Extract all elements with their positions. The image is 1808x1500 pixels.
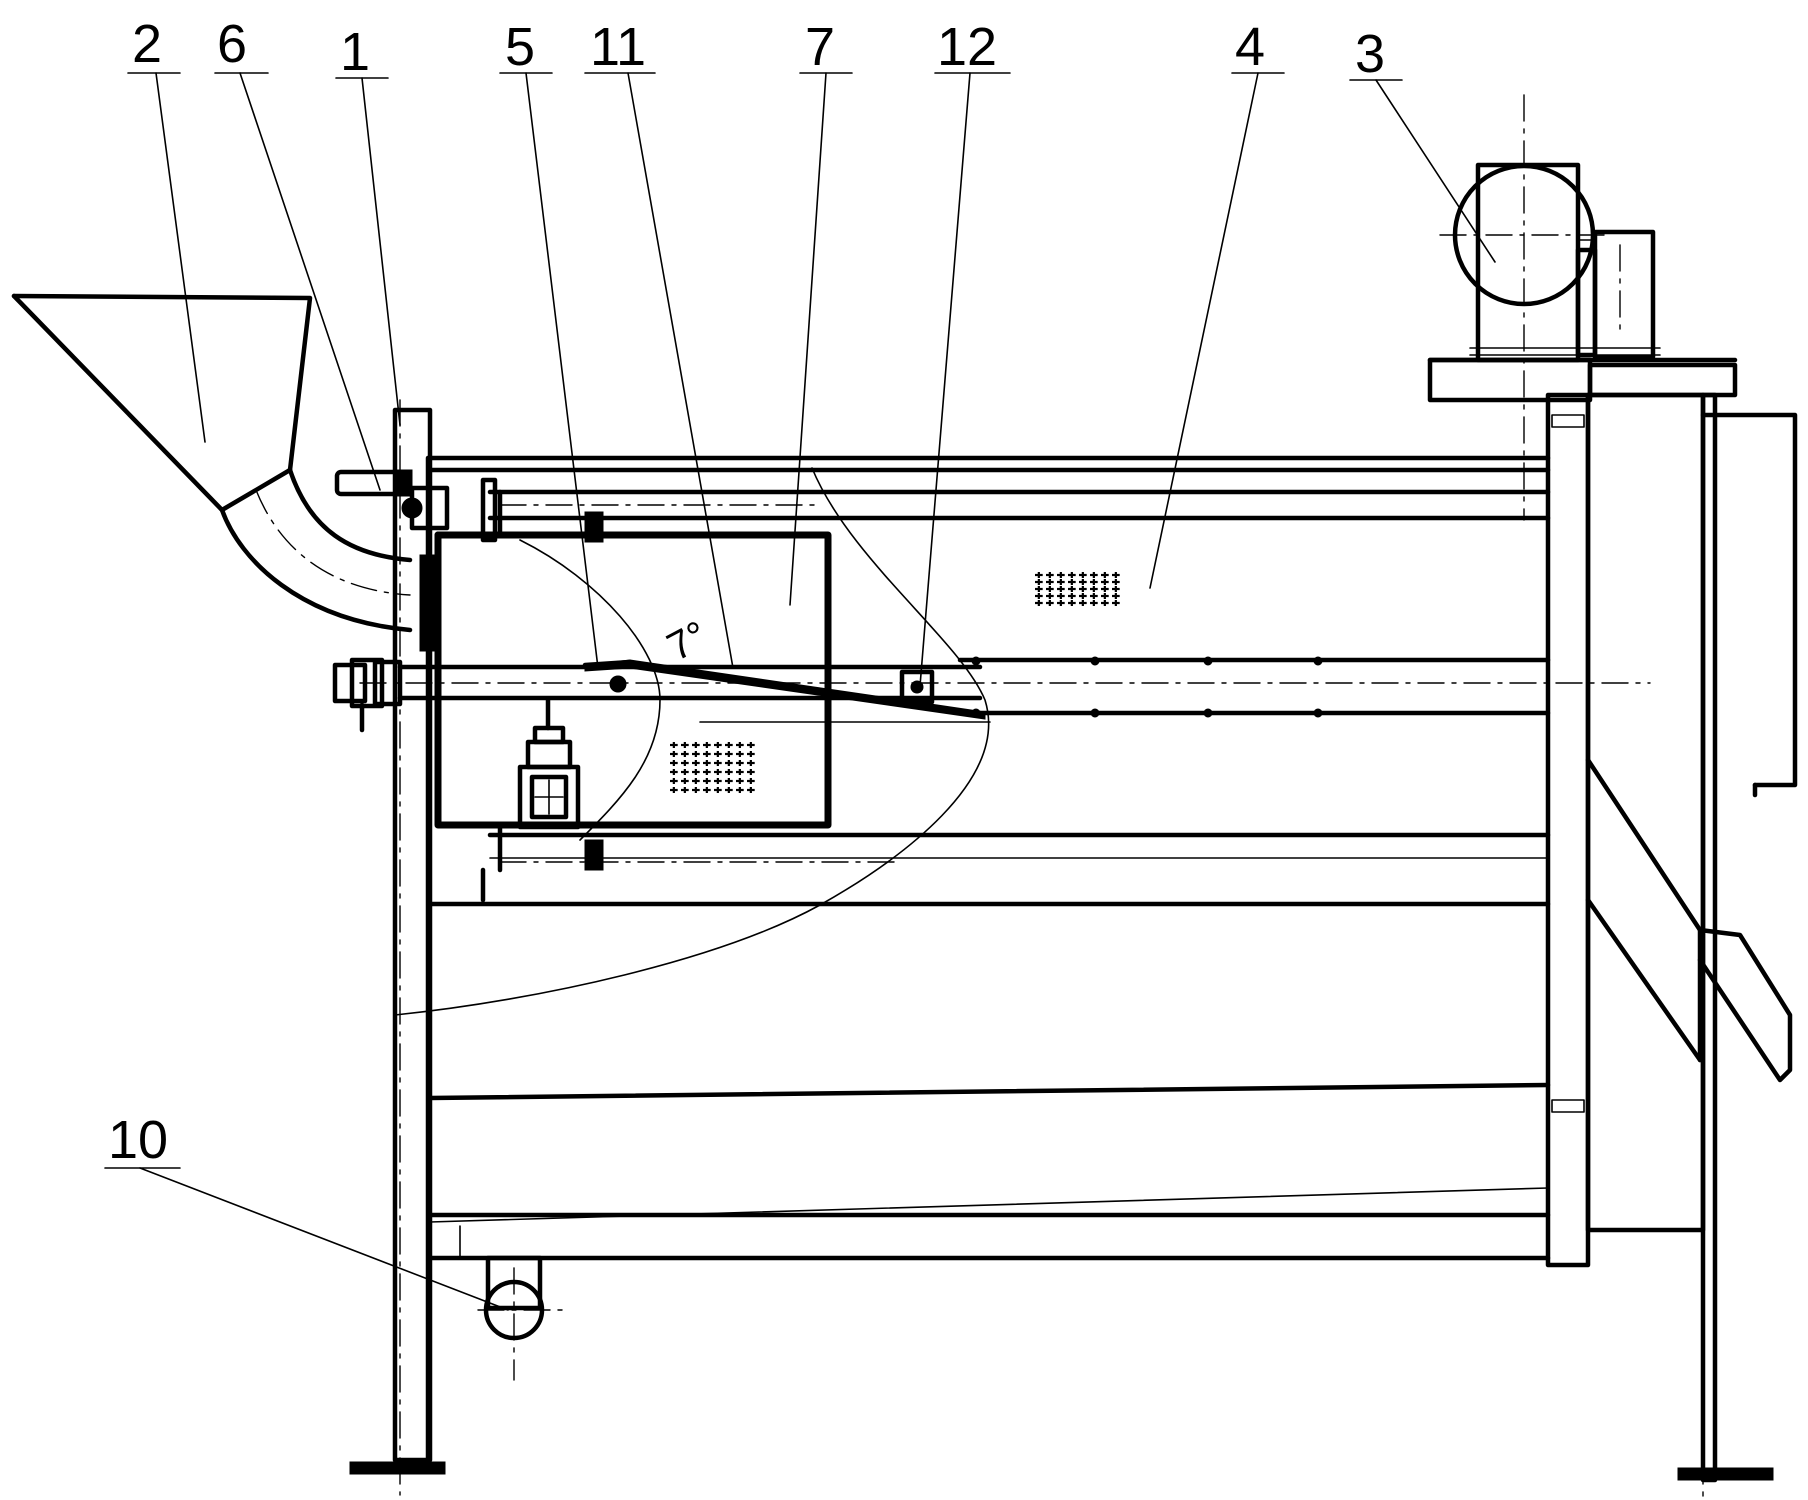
angle-label: 7° [660,613,714,670]
label-10: 10 [108,1110,168,1170]
right-frame [1430,360,1795,1498]
vibrator-motor [520,700,578,827]
main-shaft [335,657,1650,730]
cutaway-curve [395,468,989,1015]
label-3: 3 [1355,24,1385,84]
label-11: 11 [590,17,646,77]
part-labels: 2 6 1 5 11 7 12 4 3 10 [108,14,1385,1170]
drum-housing [428,458,1548,1470]
screen-mesh-hatch-2 [670,742,755,793]
screen-mesh-hatch [1035,572,1120,606]
label-5: 5 [505,17,535,77]
label-12: 12 [937,17,997,77]
drain-pipe [460,1226,570,1380]
label-6: 6 [217,14,247,74]
cutaway-curve-inner [520,540,660,840]
feed-hopper [14,296,410,630]
label-2: 2 [132,14,162,74]
label-7: 7 [805,17,835,77]
label-1: 1 [340,22,370,82]
label-4: 4 [1235,17,1265,77]
